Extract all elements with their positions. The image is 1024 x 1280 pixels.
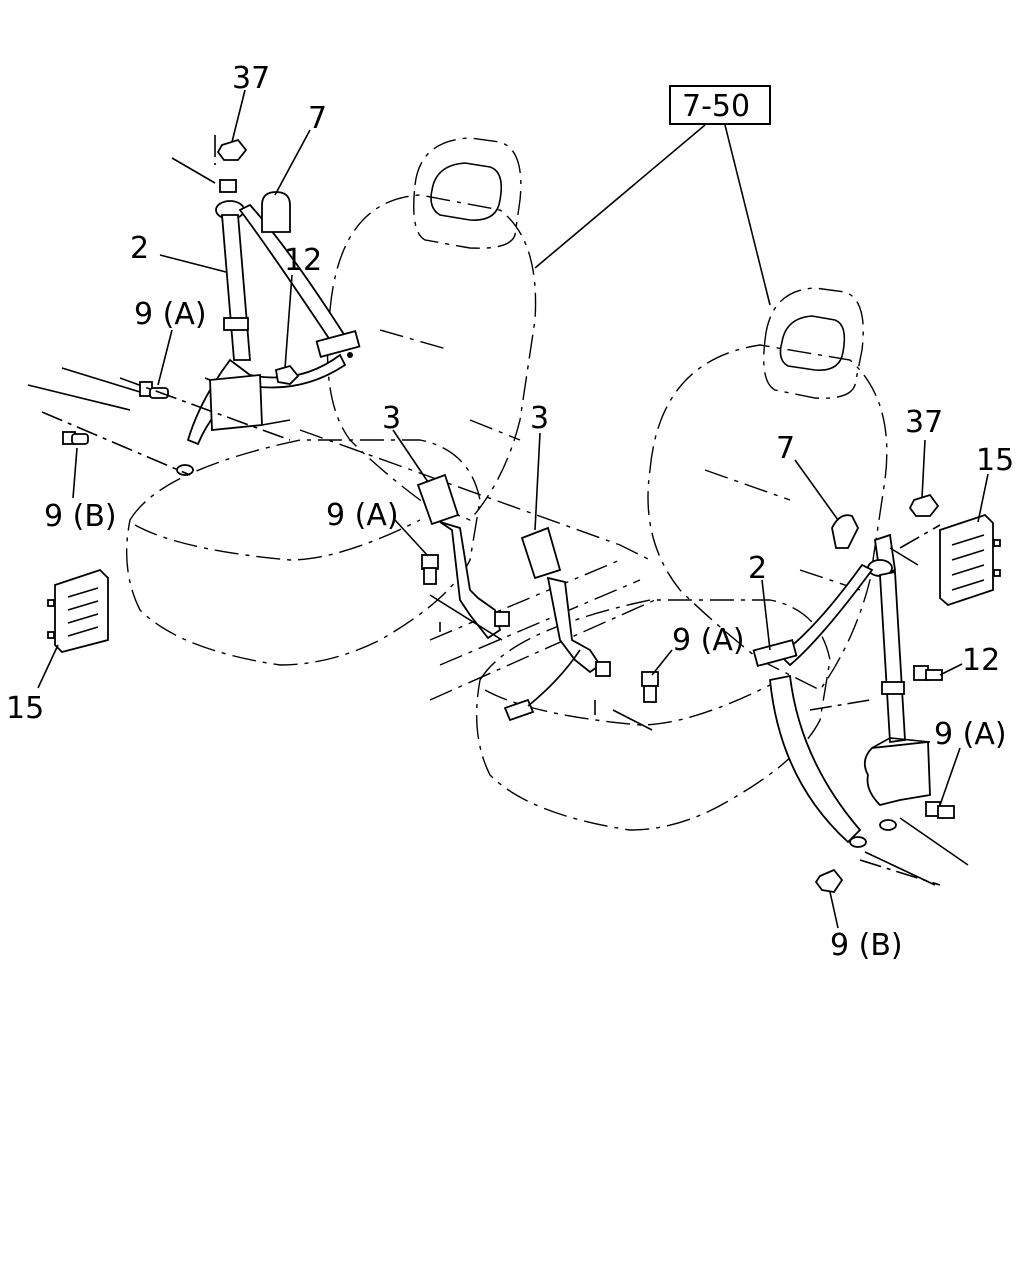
label-leaders [37,89,989,929]
bolt-37-right [908,493,940,517]
left-seat [126,137,537,666]
right-seat-belt-assembly [752,493,969,893]
label-7-50: 7-50 [682,89,750,124]
label-9a-center: 9 (A) [326,498,399,533]
bolt-9b-right [814,868,844,893]
bolt-9a-right [925,801,955,819]
bolt-37-left [216,138,248,161]
label-37-top: 37 [232,61,270,96]
bolt-12-left [274,364,300,385]
label-12-left: 12 [284,243,322,278]
label-9a-right: 9 (A) [934,717,1007,752]
trim-15-left [47,568,109,654]
label-7-right: 7 [776,431,795,466]
label-2-left: 2 [130,231,149,266]
bolt-12-right [913,665,943,681]
label-12-right: 12 [962,643,1000,678]
label-9b-left: 9 (B) [44,499,117,534]
floor-outline [299,429,656,701]
left-seat-belt-assembly [27,135,361,476]
trim-15-right [939,513,1001,607]
label-3-mid: 3 [530,401,549,436]
label-2-right: 2 [748,551,767,586]
reference-box [669,85,771,125]
center-buckles [416,473,659,731]
label-9a-left: 9 (A) [134,297,207,332]
label-15-left: 15 [6,691,44,726]
bolt-9b-left [62,431,89,445]
label-3-left: 3 [382,401,401,436]
part-labels: 37 7 2 12 9 (A) 9 (B) 15 7-50 3 3 9 (A) … [6,61,1014,963]
seat-leader-lines [534,124,771,306]
bolt-9a-left [139,381,169,399]
label-37-right: 37 [905,405,943,440]
label-9a-mid: 9 (A) [672,623,745,658]
label-15-right: 15 [976,443,1014,478]
label-9b-right: 9 (B) [830,928,903,963]
label-7-top: 7 [308,101,327,136]
